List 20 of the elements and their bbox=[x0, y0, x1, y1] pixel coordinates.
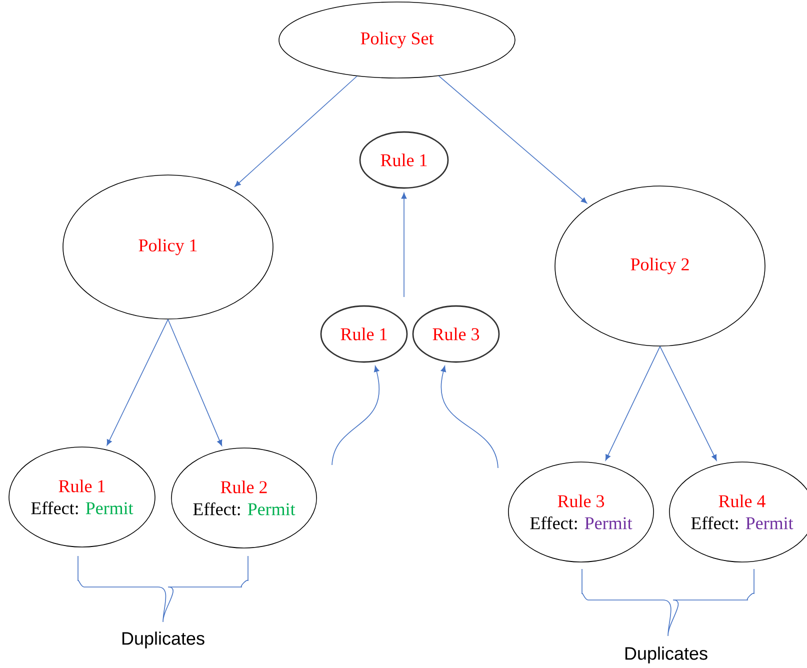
group-label: Duplicates bbox=[122, 632, 204, 648]
ellipse-node: Policy 2 bbox=[554, 186, 766, 346]
arrow bbox=[438, 76, 588, 204]
ellipse-node: Rule 3 Effect: Permit bbox=[508, 462, 654, 562]
arrow bbox=[168, 319, 222, 446]
arrow bbox=[106, 319, 168, 446]
ellipse-node: Policy Set bbox=[278, 2, 516, 78]
arrow bbox=[440, 366, 498, 468]
arrow bbox=[660, 346, 717, 461]
arrow bbox=[332, 366, 380, 466]
arrow bbox=[605, 346, 660, 460]
ellipse-node: Rule 1 bbox=[320, 305, 408, 363]
ellipse-node: Rule 1 Effect: Permit bbox=[8, 446, 156, 548]
ellipse-node: Rule 2 Effect: Permit bbox=[171, 448, 317, 548]
ellipse-node: Rule 1 bbox=[359, 131, 449, 189]
ellipse-node: Policy 1 bbox=[62, 174, 274, 320]
arrow bbox=[401, 192, 407, 298]
ellipse-node: Rule 3 bbox=[412, 305, 500, 363]
group-label: Duplicates bbox=[625, 646, 708, 664]
arrow bbox=[234, 76, 358, 187]
